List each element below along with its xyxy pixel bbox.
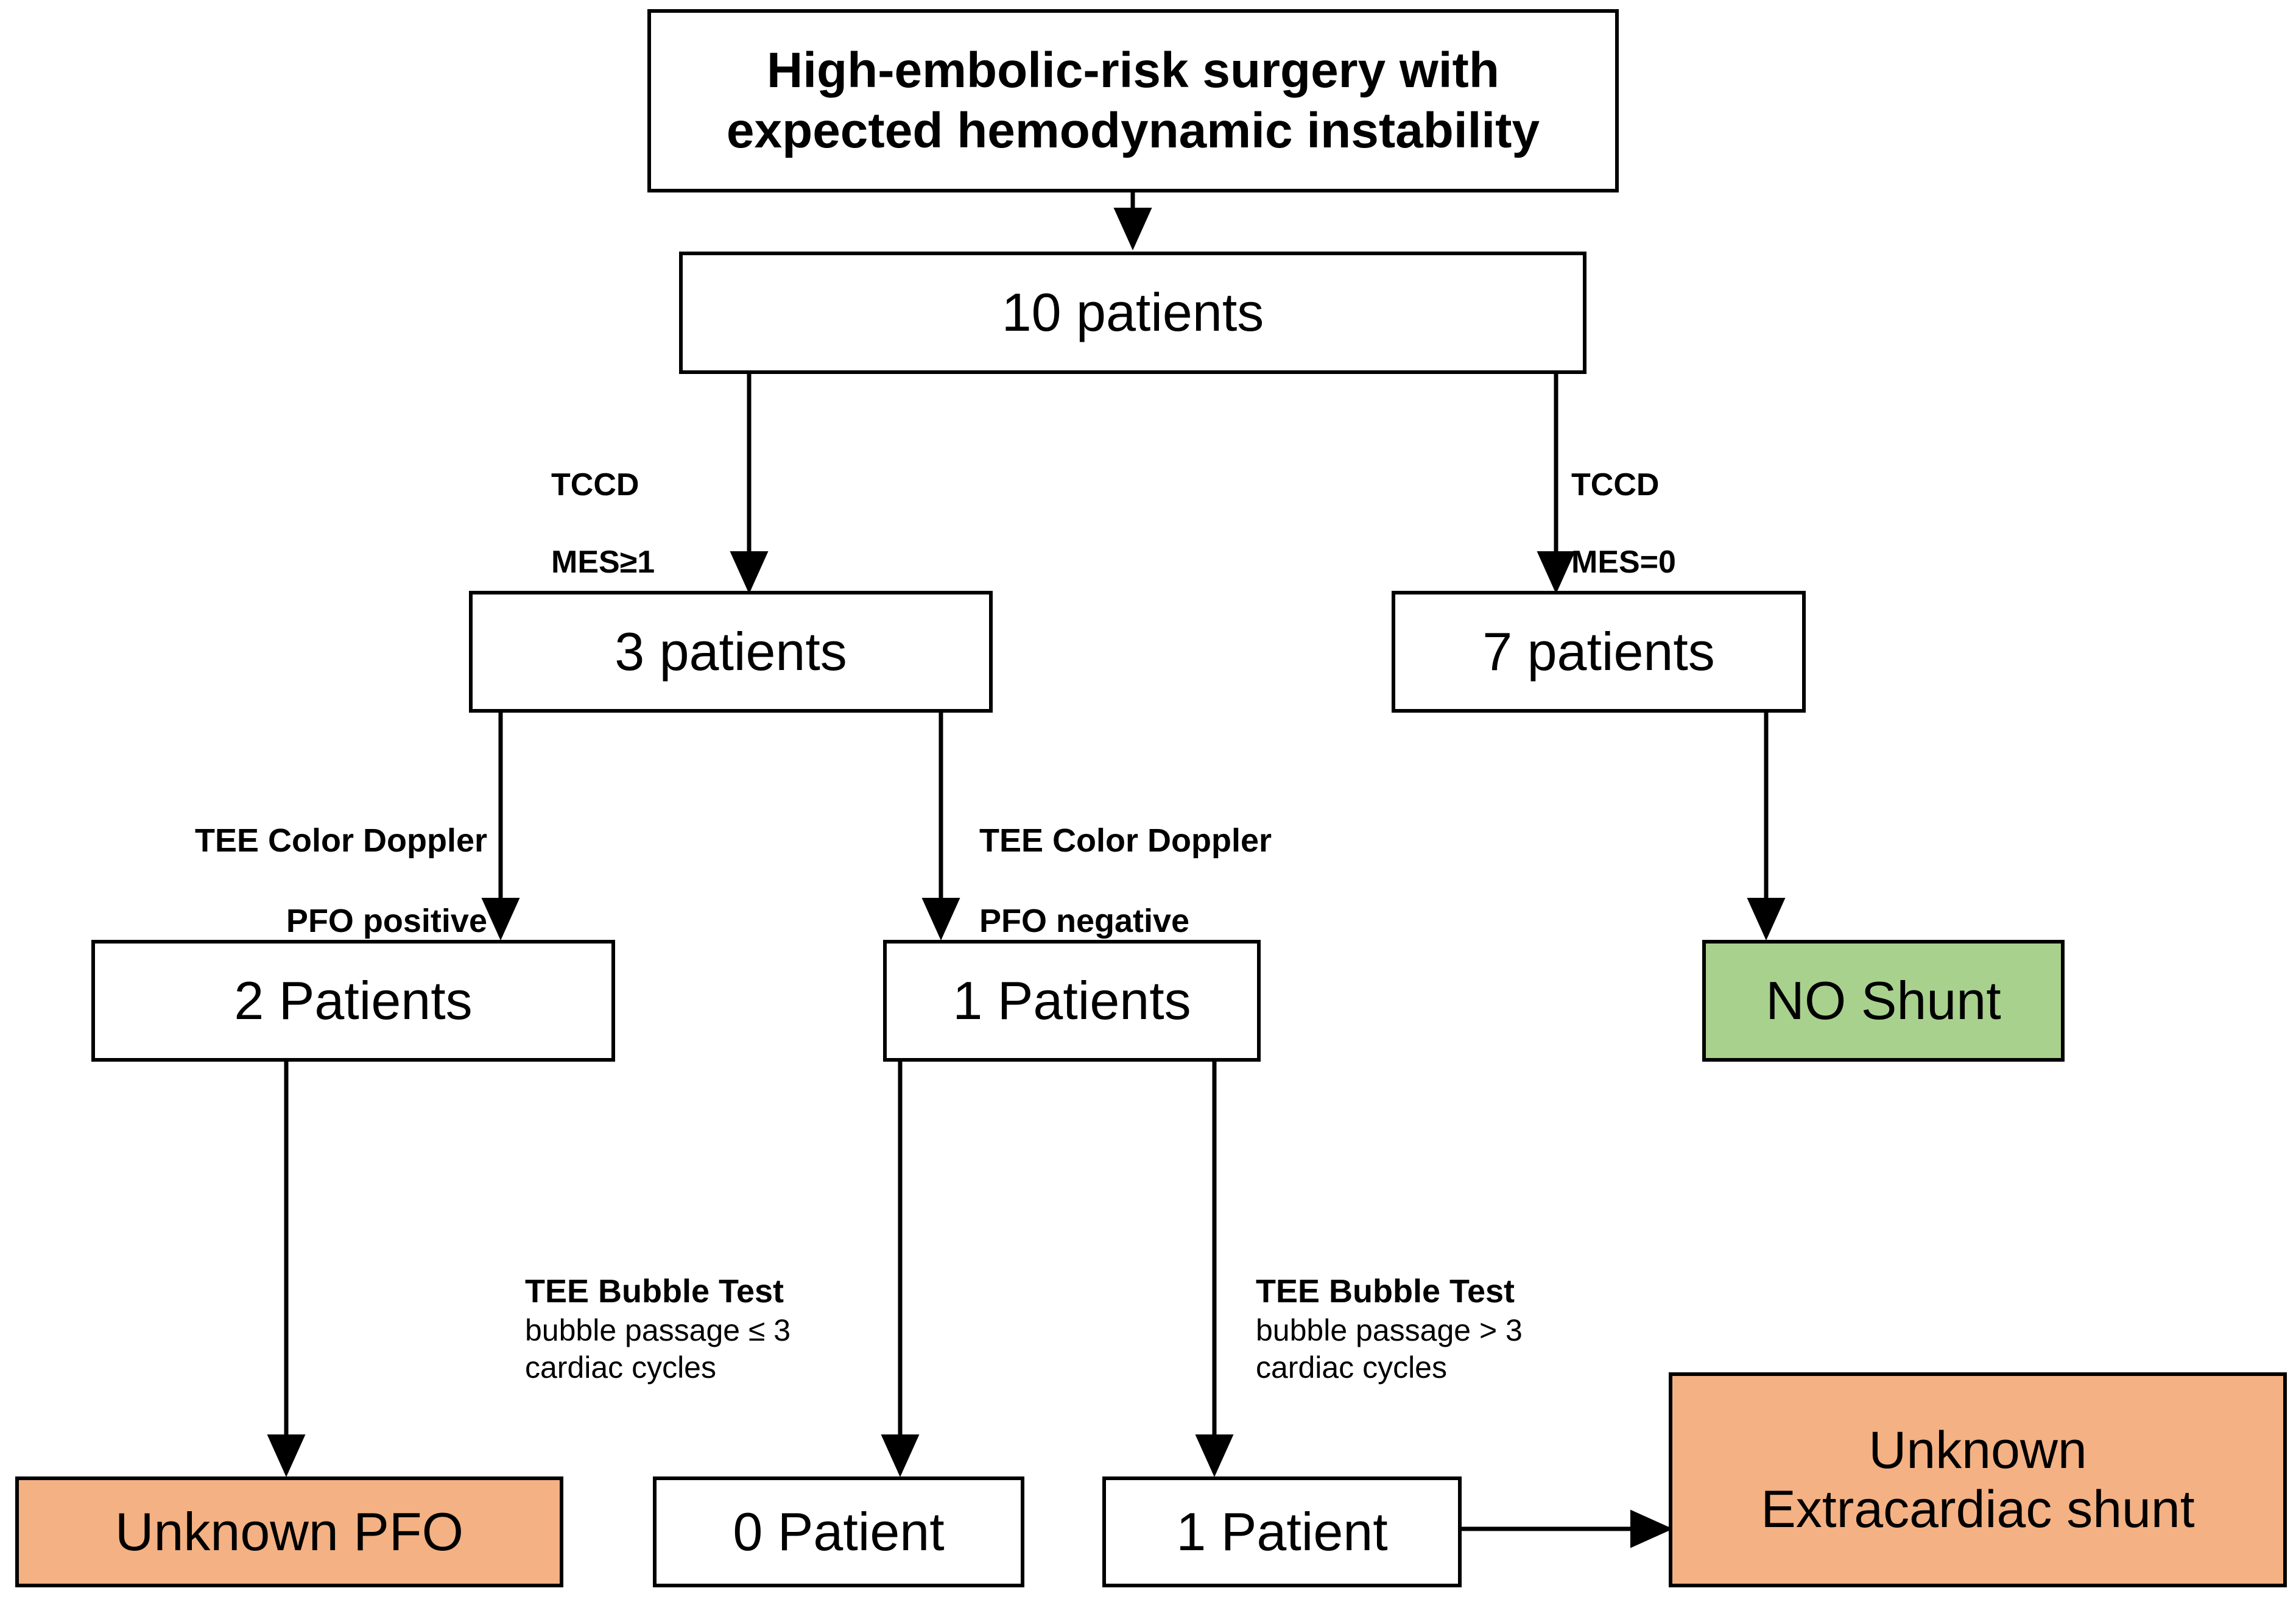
- edge-label-tee-bubble-test-gt3-detail: bubble passage > 3 cardiac cycles: [1256, 1313, 1523, 1385]
- edge-label-tccd-mes-ge1: TCCD MES≥1: [551, 428, 746, 582]
- node-unknown-pfo-label: Unknown PFO: [114, 1501, 464, 1562]
- edge-label-tee-doppler-pfo-positive: TEE Color Doppler PFO positive: [85, 781, 487, 942]
- node-no-shunt[interactable]: NO Shunt: [1702, 940, 2065, 1062]
- node-unknown-pfo[interactable]: Unknown PFO: [15, 1476, 563, 1587]
- node-mes-zero-patients-label: 7 patients: [1482, 621, 1715, 682]
- node-pfo-positive-patients[interactable]: 2 Patients: [91, 940, 615, 1062]
- node-total-patients[interactable]: 10 patients: [679, 252, 1586, 374]
- edge-label-tee-doppler-pfo-negative-line2: PFO negative: [979, 902, 1190, 939]
- node-mes-positive-patients-label: 3 patients: [614, 621, 847, 682]
- node-pfo-negative-patients-label: 1 Patients: [953, 970, 1191, 1031]
- node-pfo-negative-patients[interactable]: 1 Patients: [883, 940, 1261, 1062]
- edge-label-tccd-mes-eq0: TCCD MES=0: [1571, 428, 1766, 582]
- edge-label-tee-bubble-test-le3-detail: bubble passage ≤ 3 cardiac cycles: [525, 1313, 791, 1385]
- edge-label-tccd-mes-ge1-line2: MES≥1: [551, 545, 655, 580]
- edge-label-tee-doppler-pfo-positive-line2: PFO positive: [286, 902, 487, 939]
- edge-label-tee-bubble-test-le3: TEE Bubble Test bubble passage ≤ 3 cardi…: [525, 1232, 890, 1427]
- edge-label-tccd-mes-eq0-line1: TCCD: [1571, 467, 1660, 503]
- edge-label-tee-bubble-test-le3-title: TEE Bubble Test: [525, 1272, 784, 1310]
- node-one-patient-label: 1 Patient: [1176, 1501, 1388, 1562]
- node-zero-patient-label: 0 Patient: [733, 1501, 945, 1562]
- edge-label-tee-doppler-pfo-positive-line1: TEE Color Doppler: [194, 822, 487, 859]
- node-zero-patient[interactable]: 0 Patient: [653, 1476, 1024, 1587]
- edge-label-tee-bubble-test-gt3-title: TEE Bubble Test: [1256, 1272, 1515, 1310]
- edge-label-tee-doppler-pfo-negative-line1: TEE Color Doppler: [979, 822, 1272, 859]
- node-mes-positive-patients[interactable]: 3 patients: [469, 591, 993, 713]
- node-total-patients-label: 10 patients: [1001, 282, 1264, 343]
- edge-label-tccd-mes-eq0-line2: MES=0: [1571, 545, 1676, 580]
- node-root-label: High-embolic-risk surgery with expected …: [726, 43, 1540, 158]
- node-one-patient[interactable]: 1 Patient: [1102, 1476, 1462, 1587]
- node-unknown-extracardiac-shunt[interactable]: Unknown Extracardiac shunt: [1669, 1372, 2287, 1587]
- node-mes-zero-patients[interactable]: 7 patients: [1392, 591, 1806, 713]
- node-unknown-extracardiac-shunt-label: Unknown Extracardiac shunt: [1761, 1421, 2195, 1539]
- edge-label-tccd-mes-ge1-line1: TCCD: [551, 467, 639, 503]
- node-root[interactable]: High-embolic-risk surgery with expected …: [647, 9, 1619, 192]
- edge-label-tee-bubble-test-gt3: TEE Bubble Test bubble passage > 3 cardi…: [1256, 1232, 1621, 1427]
- node-no-shunt-label: NO Shunt: [1766, 970, 2001, 1031]
- edge-label-tee-doppler-pfo-negative: TEE Color Doppler PFO negative: [979, 781, 1393, 942]
- node-pfo-positive-patients-label: 2 Patients: [234, 970, 473, 1031]
